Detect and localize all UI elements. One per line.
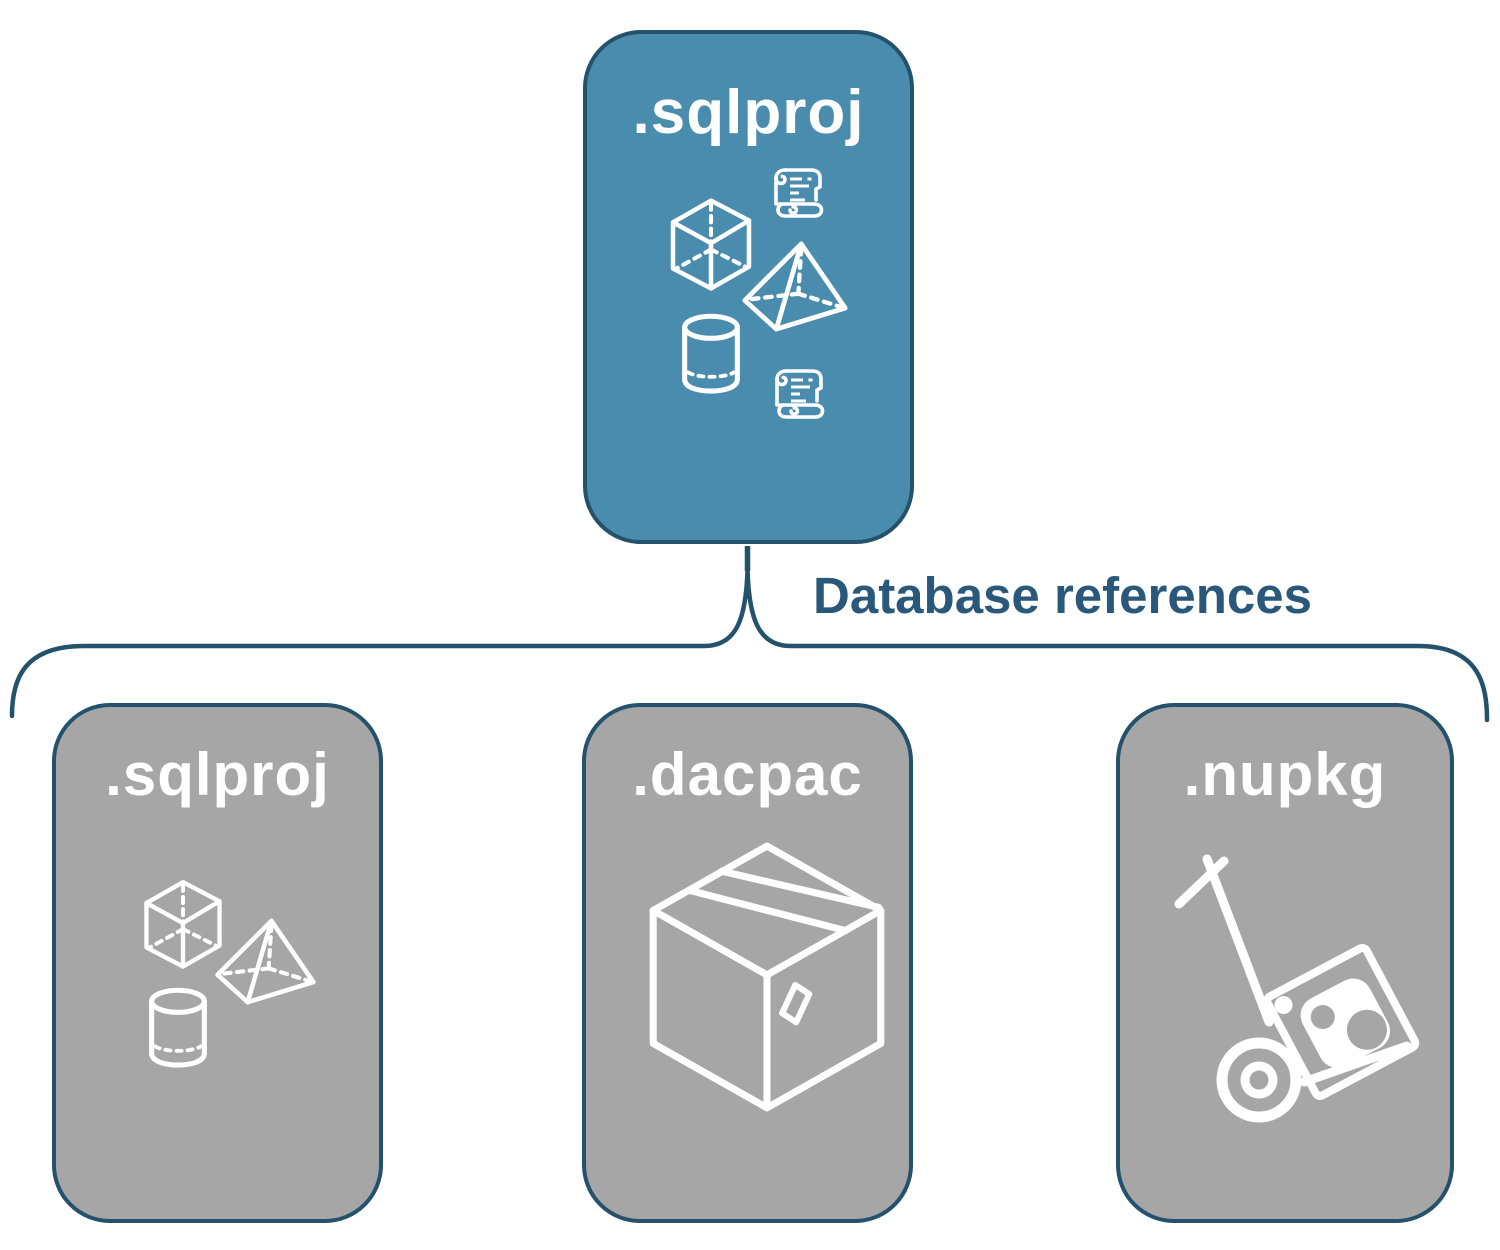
root-card-title: .sqlproj (632, 78, 865, 147)
cylinder-icon (682, 313, 740, 394)
cylinder-icon (149, 987, 207, 1068)
pyramid-icon (215, 918, 316, 1005)
connector-label: Database references (813, 567, 1312, 624)
cube-icon (670, 198, 752, 291)
root-card-sqlproj: .sqlproj (583, 30, 914, 544)
child-card-title: .sqlproj (105, 741, 330, 808)
scroll-icon (775, 369, 825, 419)
nuget-handtruck-icon (1174, 854, 1420, 1123)
child-card-dacpac: .dacpac (582, 703, 913, 1223)
child-card-title: .nupkg (1183, 741, 1387, 808)
package-box-icon (649, 842, 885, 1112)
child-card-title: .dacpac (632, 741, 863, 808)
pyramid-icon (742, 241, 848, 332)
child-card-nupkg: .nupkg (1116, 703, 1454, 1223)
cube-icon (144, 880, 222, 969)
child-card-sqlproj: .sqlproj (52, 703, 383, 1223)
scroll-icon (774, 168, 824, 218)
